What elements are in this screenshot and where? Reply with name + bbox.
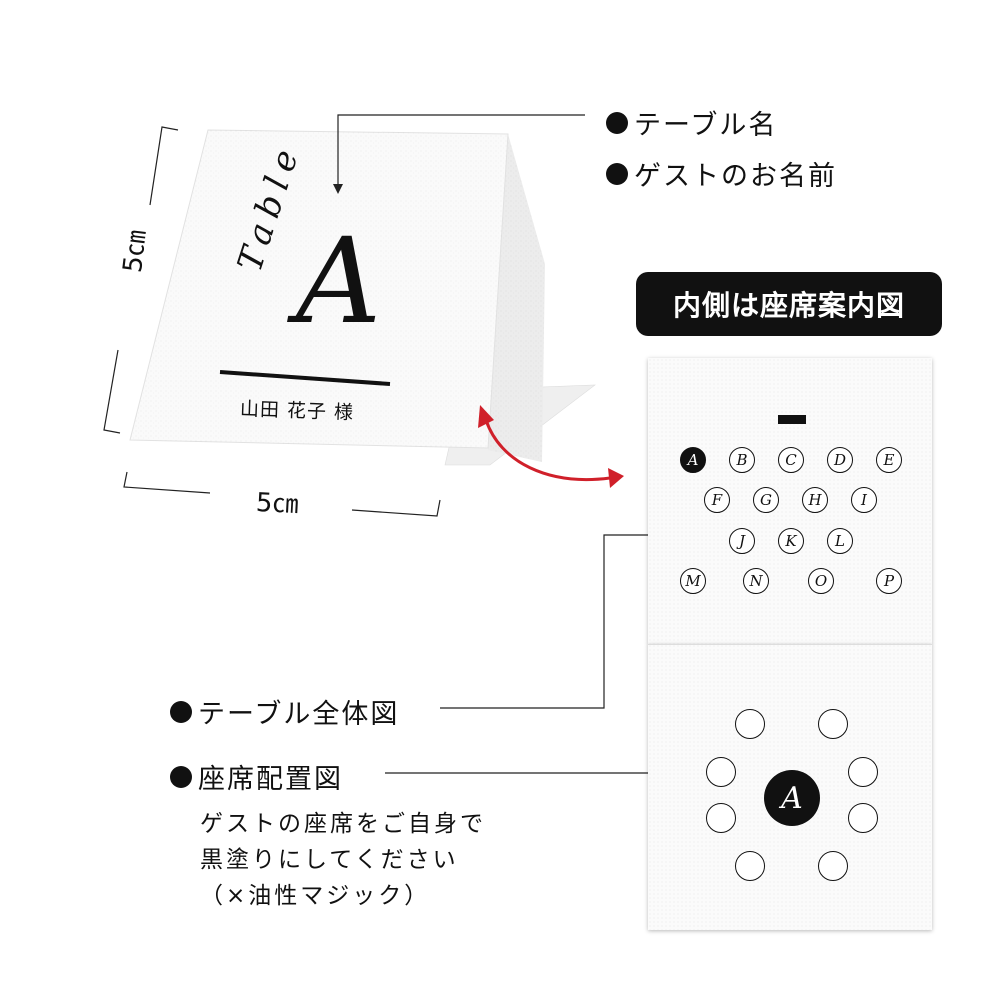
seat-instructions: ゲストの座席をご自身で 黒塗りにしてください （×油性マジック） <box>200 806 486 914</box>
instruction-line: （×油性マジック） <box>200 883 431 909</box>
tent-card-illustration <box>129 129 596 466</box>
inside-seating-badge: 内側は座席案内図 <box>636 272 942 336</box>
label-table-overview-text: テーブル全体図 <box>198 699 400 730</box>
label-table-name-text: テーブル名 <box>634 110 778 141</box>
head-table-mark <box>778 415 806 424</box>
height-dimension-label: 5㎝ <box>117 228 153 275</box>
panel-fold-line <box>648 644 932 645</box>
label-table-overview: テーブル全体図 <box>170 692 399 731</box>
seat-center-table: A <box>764 770 820 826</box>
label-seat-layout-text: 座席配置図 <box>198 764 343 795</box>
width-dimension-label: 5㎝ <box>255 487 300 521</box>
bullet-dot <box>606 111 628 134</box>
label-guest-name: ゲストのお名前 <box>606 154 837 193</box>
inside-panel-top <box>648 358 932 644</box>
card-table-letter: A <box>296 212 382 350</box>
bullet-dot <box>606 162 628 185</box>
seat-center-letter: A <box>781 780 803 816</box>
label-seat-layout: 座席配置図 <box>170 757 343 796</box>
card-name-underline <box>219 370 391 386</box>
bullet-dot <box>170 765 192 788</box>
bullet-dot <box>170 700 192 723</box>
label-table-name: テーブル名 <box>606 103 777 142</box>
instruction-line: ゲストの座席をご自身で <box>200 811 486 837</box>
label-guest-name-text: ゲストのお名前 <box>634 161 837 192</box>
instruction-line: 黒塗りにしてください <box>200 847 459 873</box>
